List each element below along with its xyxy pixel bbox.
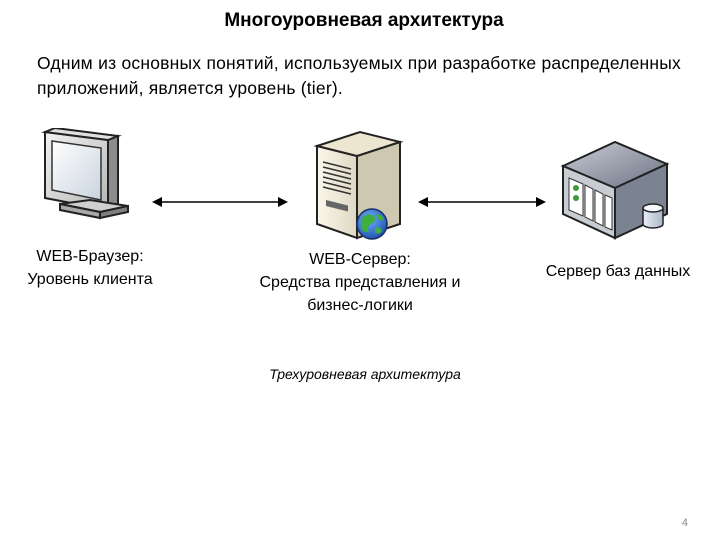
monitor-icon bbox=[41, 128, 129, 220]
web-label-line2: Средства представления и bbox=[259, 274, 461, 291]
client-label: WEB-Браузер: Уровень клиента bbox=[10, 245, 170, 291]
database-server-icon bbox=[560, 140, 670, 240]
web-server-label: WEB-Сервер: Средства представления и биз… bbox=[235, 248, 485, 317]
db-server-label: Сервер баз данных bbox=[545, 263, 691, 280]
web-server-icon bbox=[313, 130, 404, 240]
client-label-line1: WEB-Браузер: bbox=[36, 248, 144, 265]
client-label-line2: Уровень клиента bbox=[27, 271, 153, 288]
web-label-line1: WEB-Сервер: bbox=[309, 251, 411, 268]
intro-paragraph: Одним из основных понятий, используемых … bbox=[37, 53, 681, 98]
page-number: 4 bbox=[681, 517, 688, 529]
web-label-line3: бизнес-логики bbox=[307, 297, 413, 314]
diagram-caption: Трехуровневая архитектура bbox=[269, 366, 461, 382]
arrow-web-db bbox=[418, 197, 546, 207]
slide-title: Многоуровневая архитектура bbox=[224, 10, 504, 31]
arrow-client-web bbox=[152, 197, 288, 207]
